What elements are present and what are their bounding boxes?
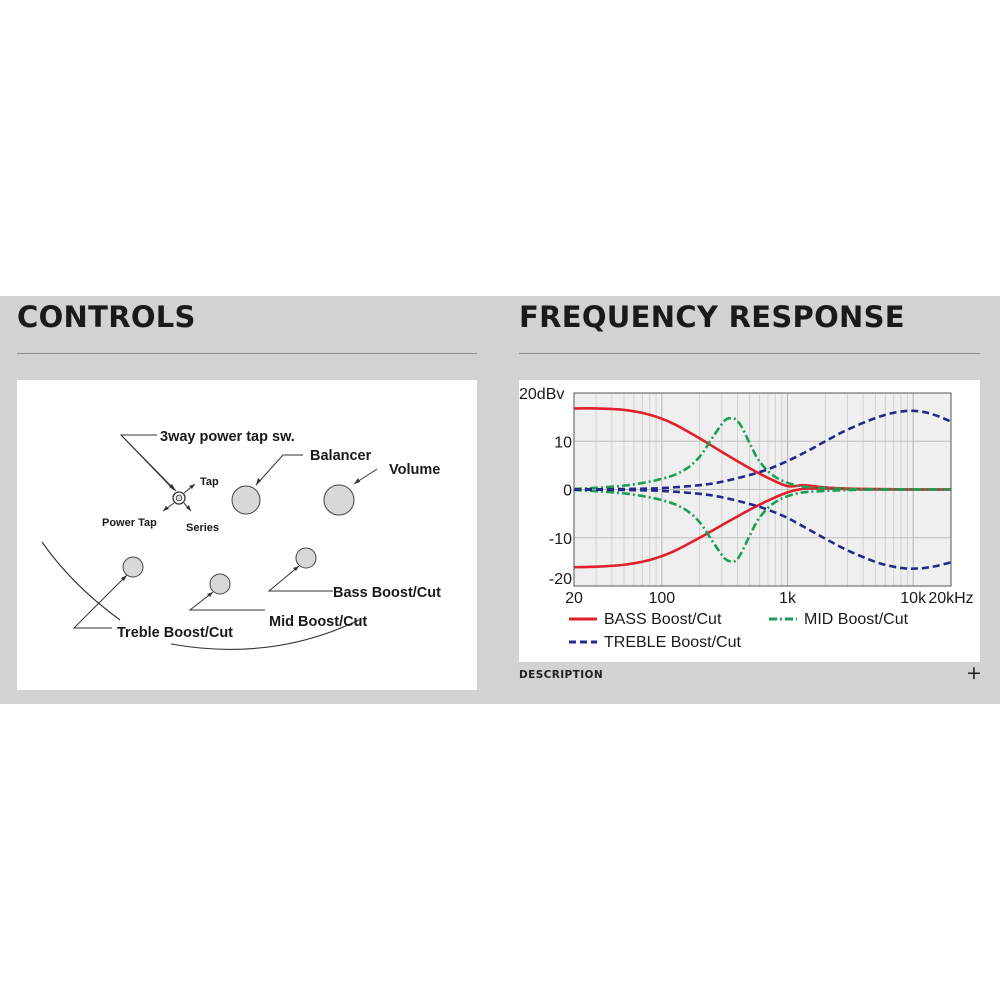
description-label[interactable]: DESCRIPTION — [519, 669, 604, 681]
legend-label: BASS Boost/Cut — [604, 611, 722, 628]
x-tick-label: 20kHz — [928, 590, 973, 607]
bass-knob[interactable] — [295, 547, 317, 569]
label-series: Series — [186, 522, 219, 534]
arrowhead-mid — [207, 592, 213, 597]
legend-label: MID Boost/Cut — [804, 611, 909, 628]
x-tick-label: 10k — [900, 590, 927, 607]
mid-knob[interactable] — [209, 573, 231, 595]
body-outline-left — [41, 541, 121, 621]
arrowhead-switch — [169, 484, 176, 491]
controls-heading: CONTROLS — [17, 300, 196, 334]
leader-lines — [72, 434, 378, 629]
controls-diagram: 3way power tap sw. Balancer Volume Tap P… — [41, 429, 441, 650]
y-tick-label: 20dBv — [519, 386, 564, 403]
arrowhead-balancer — [256, 478, 261, 485]
plot-frame — [573, 392, 952, 587]
x-tick-label: 1k — [779, 590, 797, 607]
arrowhead-treble — [121, 575, 127, 581]
series-line-treble-boost-cut-5 — [573, 488, 952, 571]
controls-divider — [17, 353, 477, 354]
arrow-tap — [189, 484, 195, 489]
x-tick-label: 20 — [565, 590, 583, 607]
body-outline-bottom — [170, 619, 360, 650]
expand-description-button[interactable]: + — [966, 662, 982, 684]
arrow-series — [186, 505, 191, 511]
series-line-treble-boost-cut-4 — [573, 409, 952, 491]
label-mid-boost-cut: Mid Boost/Cut — [269, 614, 367, 630]
label-treble-boost-cut: Treble Boost/Cut — [117, 625, 233, 641]
frequency-divider — [519, 353, 980, 354]
x-tick-label: 100 — [648, 590, 675, 607]
frequency-response-heading: FREQUENCY RESPONSE — [519, 300, 905, 334]
label-tap: Tap — [200, 476, 219, 488]
series-layer — [573, 407, 952, 571]
label-volume: Volume — [389, 462, 440, 478]
controls-diagram-panel: 3way power tap sw. Balancer Volume Tap P… — [17, 380, 477, 690]
series-line-mid-boost-cut-2 — [573, 416, 952, 491]
volume-knob[interactable] — [323, 484, 355, 516]
power-tap-switch-center — [175, 494, 183, 502]
treble-knob[interactable] — [122, 556, 144, 578]
balancer-knob[interactable] — [231, 485, 261, 515]
label-balancer: Balancer — [310, 448, 372, 464]
arrowhead-volume — [354, 478, 360, 484]
arrow-power-tap — [163, 506, 169, 511]
arrowhead-bass — [293, 566, 299, 571]
legend-label: TREBLE Boost/Cut — [604, 634, 742, 651]
label-power-tap: Power Tap — [102, 517, 157, 529]
label-3way-switch: 3way power tap sw. — [160, 429, 295, 445]
y-tick-label: 10 — [554, 434, 572, 451]
label-bass-boost-cut: Bass Boost/Cut — [333, 585, 441, 601]
y-tick-label: -20 — [549, 571, 572, 588]
series-line-mid-boost-cut-3 — [573, 488, 952, 563]
y-tick-label: -10 — [549, 531, 572, 548]
y-tick-label: 0 — [563, 483, 572, 500]
